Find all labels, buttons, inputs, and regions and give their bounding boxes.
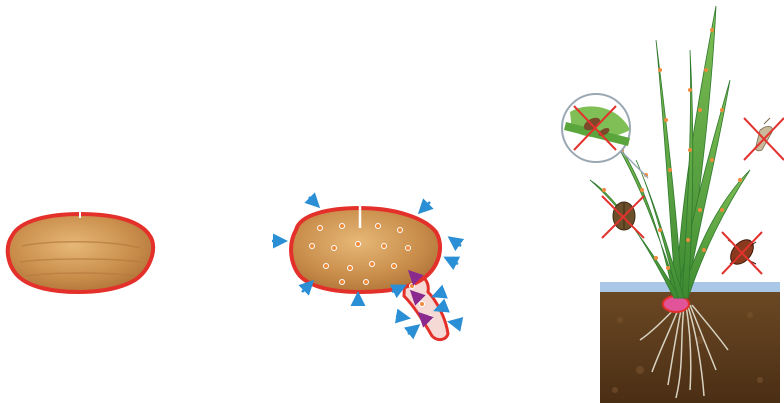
- cross-icon: [721, 231, 763, 275]
- plant-leaves: [589, 5, 751, 299]
- pest-bug-icon: [721, 231, 763, 275]
- water-arrow-icon: [407, 269, 434, 328]
- absorption-arrows: [272, 192, 465, 340]
- cross-icon: [573, 105, 617, 151]
- cross-icon: [601, 195, 645, 239]
- germinating-seed-icon: [272, 192, 465, 342]
- pest-beetle-icon: [601, 195, 645, 239]
- seed-icon: [5, 211, 156, 295]
- cross-icon: [743, 117, 784, 161]
- leaf-disease-icon: [561, 93, 649, 179]
- pest-moth-icon: [743, 117, 784, 161]
